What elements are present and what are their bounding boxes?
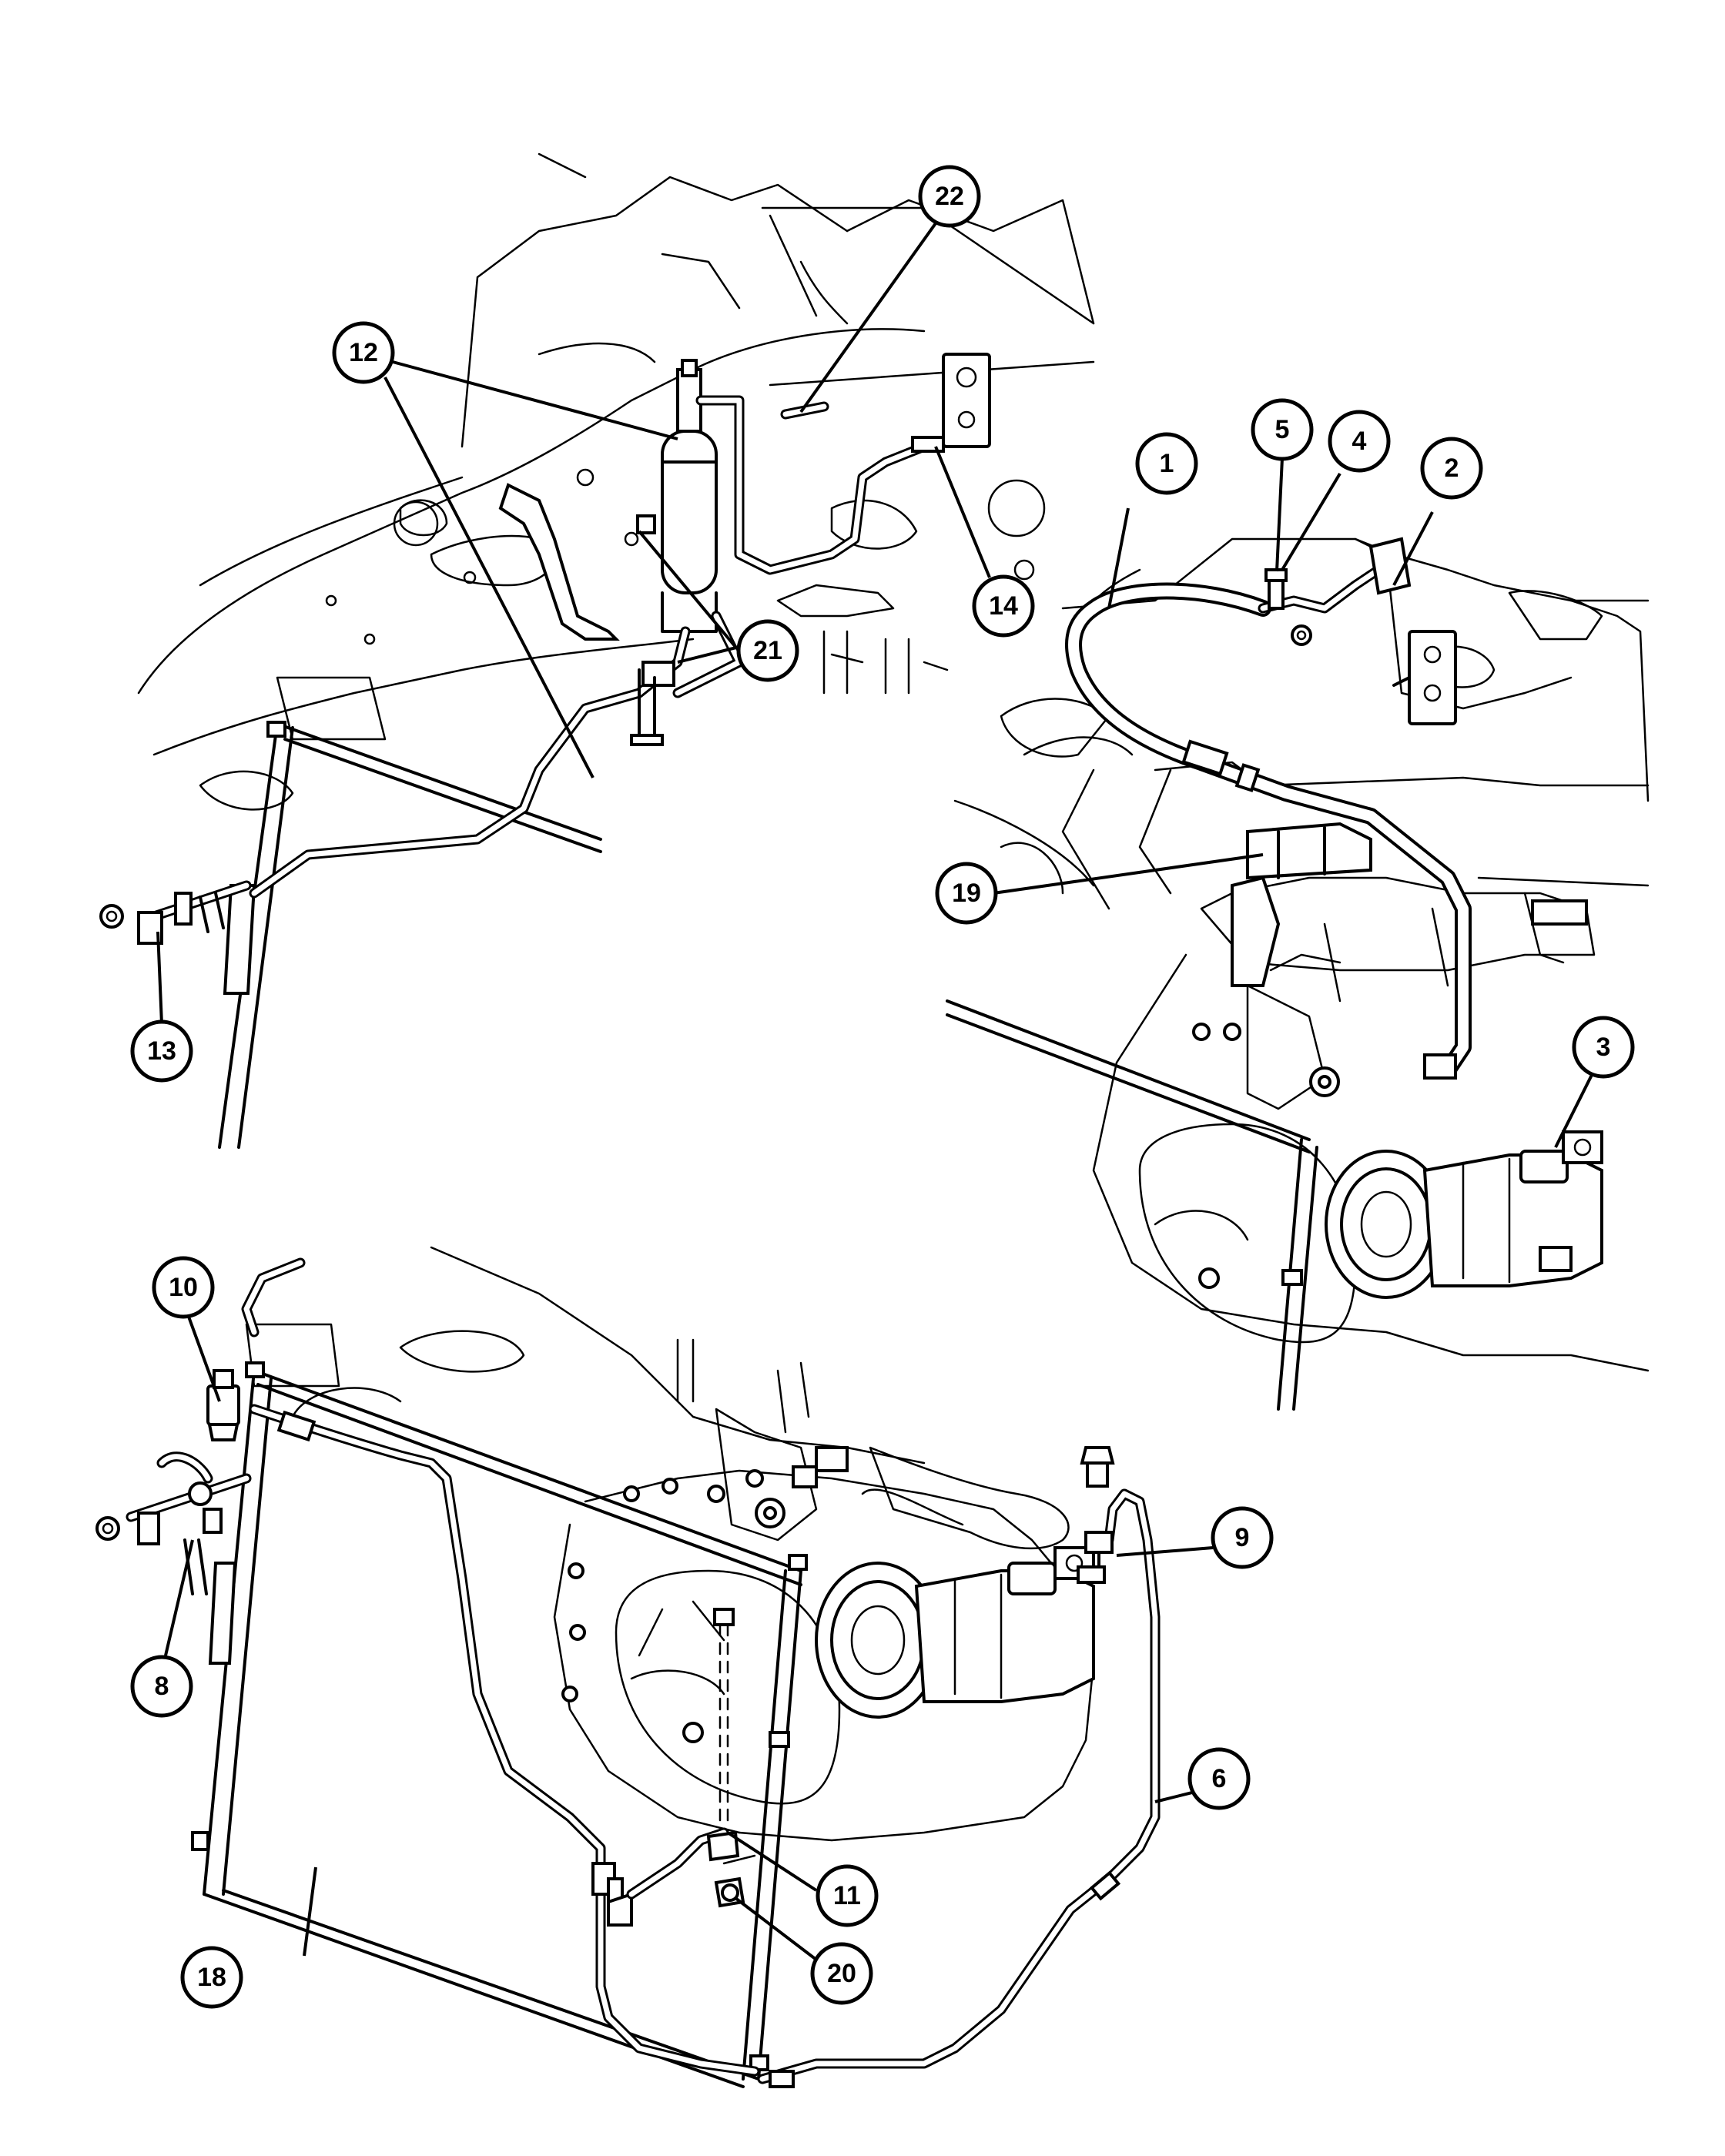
callout-6: 6 bbox=[1187, 1747, 1251, 1810]
callout-label: 5 bbox=[1275, 415, 1290, 444]
bottom-view bbox=[95, 1246, 1161, 2088]
condenser bbox=[191, 1361, 808, 2088]
callout-label: 12 bbox=[349, 338, 378, 367]
callout-label: 3 bbox=[1596, 1033, 1611, 1062]
callouts: 1 2 3 4 5 6 8 9 10 11 12 13 14 18 19 20 … bbox=[130, 165, 1635, 2009]
callout-label: 22 bbox=[935, 182, 964, 211]
callout-8: 8 bbox=[130, 1655, 193, 1718]
callout-4: 4 bbox=[1328, 410, 1391, 473]
callout-label: 18 bbox=[197, 1963, 226, 1992]
callout-label: 6 bbox=[1212, 1764, 1227, 1793]
callout-13: 13 bbox=[130, 1019, 193, 1083]
callout-1: 1 bbox=[1135, 432, 1198, 495]
callout-3: 3 bbox=[1572, 1016, 1635, 1079]
callout-10: 10 bbox=[152, 1256, 215, 1319]
callout-22: 22 bbox=[918, 165, 981, 228]
callout-20: 20 bbox=[810, 1942, 873, 2005]
callout-5: 5 bbox=[1251, 398, 1314, 461]
callout-label: 20 bbox=[827, 1959, 856, 1988]
expansion-valve-top bbox=[911, 353, 991, 453]
callout-label: 4 bbox=[1352, 427, 1367, 456]
callout-label: 2 bbox=[1445, 454, 1459, 483]
callout-label: 11 bbox=[833, 1881, 861, 1910]
pressure-switch bbox=[206, 1369, 240, 1441]
top-right-view bbox=[946, 537, 1650, 1411]
callout-label: 9 bbox=[1235, 1523, 1250, 1552]
callout-14: 14 bbox=[972, 574, 1035, 638]
callout-2: 2 bbox=[1420, 437, 1483, 500]
callout-label: 10 bbox=[169, 1273, 198, 1302]
callout-label: 8 bbox=[155, 1672, 169, 1701]
compressor-bottom bbox=[815, 1546, 1095, 1719]
leader-lines bbox=[156, 222, 1607, 1961]
callout-label: 1 bbox=[1160, 449, 1174, 478]
top-left-view bbox=[99, 152, 1095, 1149]
callout-19: 19 bbox=[935, 862, 998, 925]
compressor-top bbox=[1325, 1130, 1603, 1299]
callout-11: 11 bbox=[816, 1864, 879, 1927]
callout-label: 19 bbox=[952, 879, 981, 908]
callout-12: 12 bbox=[332, 321, 395, 384]
callout-label: 21 bbox=[753, 636, 782, 665]
fitting-13 bbox=[99, 880, 252, 945]
callout-label: 13 bbox=[147, 1036, 176, 1066]
callout-18: 18 bbox=[180, 1946, 243, 2009]
callout-label: 14 bbox=[989, 591, 1018, 621]
callout-9: 9 bbox=[1211, 1506, 1274, 1569]
callout-21: 21 bbox=[736, 619, 799, 682]
